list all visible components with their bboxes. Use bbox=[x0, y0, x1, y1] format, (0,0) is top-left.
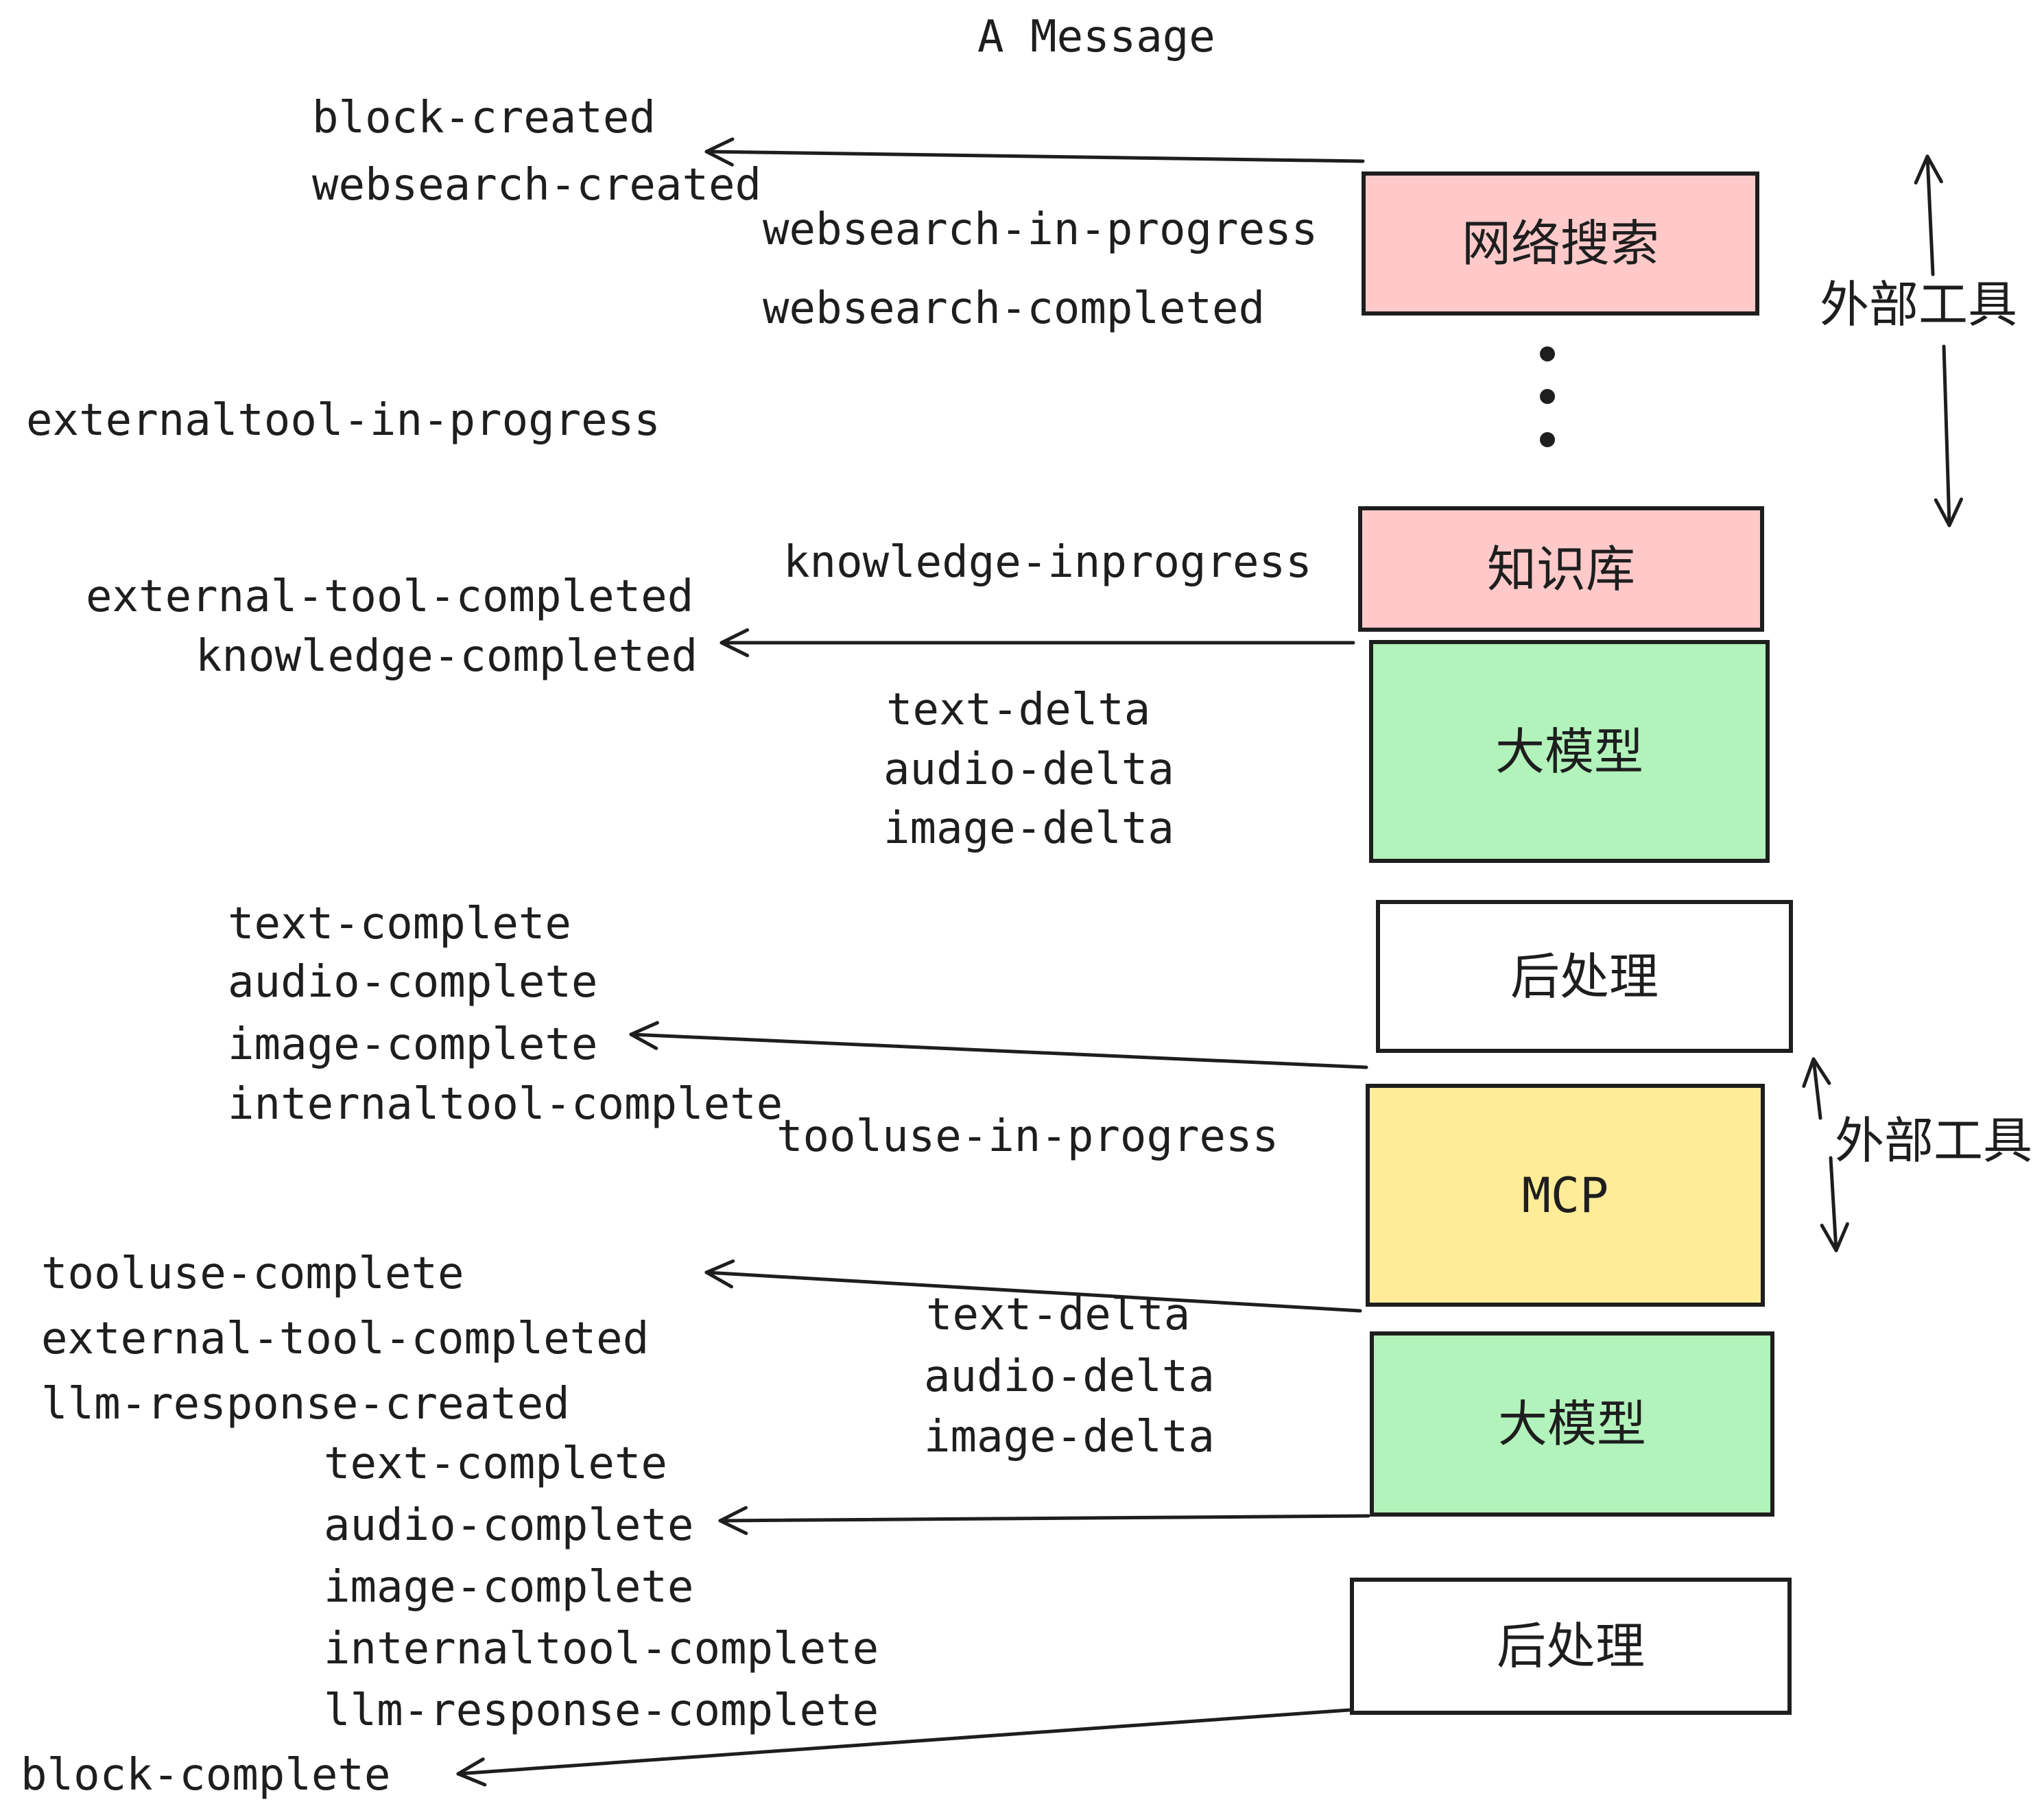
event-knowledge-completed: knowledge-completed bbox=[195, 631, 698, 682]
box-knowledge: 知识库 bbox=[1358, 506, 1764, 632]
box-postprocess-1: 后处理 bbox=[1376, 900, 1793, 1053]
box-llm-1-label: 大模型 bbox=[1495, 722, 1643, 781]
box-websearch-label: 网络搜索 bbox=[1461, 215, 1659, 272]
box-mcp: MCP bbox=[1366, 1084, 1765, 1307]
box-llm-2: 大模型 bbox=[1370, 1331, 1774, 1517]
event-external-tool-completed-2: external-tool-completed bbox=[41, 1314, 650, 1364]
event-block-complete: block-complete bbox=[21, 1750, 391, 1801]
side-label-external-tools-2: 外部工具 bbox=[1835, 1112, 2033, 1170]
event-internaltool-complete-2: internaltool-complete bbox=[324, 1624, 879, 1674]
event-text-complete: text-complete bbox=[228, 899, 571, 949]
side-label-external-tools-1: 外部工具 bbox=[1820, 276, 2018, 333]
event-audio-complete: audio-complete bbox=[228, 957, 598, 1008]
box-websearch: 网络搜索 bbox=[1362, 171, 1759, 316]
event-image-delta-2: image-delta bbox=[924, 1412, 1215, 1462]
box-llm-2-label: 大模型 bbox=[1497, 1395, 1646, 1453]
event-image-delta: image-delta bbox=[883, 803, 1174, 854]
event-tooluse-complete: tooluse-complete bbox=[41, 1248, 464, 1299]
box-llm-1: 大模型 bbox=[1369, 640, 1770, 863]
event-llm-response-complete: llm-response-complete bbox=[324, 1685, 879, 1736]
event-websearch-completed: websearch-completed bbox=[763, 283, 1265, 334]
event-text-complete-2: text-complete bbox=[324, 1438, 667, 1489]
event-knowledge-inprogress: knowledge-inprogress bbox=[783, 537, 1312, 588]
box-knowledge-label: 知识库 bbox=[1486, 540, 1635, 598]
event-text-delta: text-delta bbox=[886, 685, 1151, 735]
event-websearch-in-progress: websearch-in-progress bbox=[763, 204, 1318, 255]
event-tooluse-in-progress: tooluse-in-progress bbox=[776, 1111, 1279, 1162]
diagram-title: A Message bbox=[977, 12, 1215, 62]
ellipsis-dots-icon bbox=[1540, 346, 1555, 447]
event-audio-delta-2: audio-delta bbox=[924, 1351, 1215, 1402]
event-llm-response-created: llm-response-created bbox=[41, 1379, 570, 1429]
event-websearch-created: websearch-created bbox=[312, 160, 762, 211]
event-audio-complete-2: audio-complete bbox=[324, 1500, 694, 1551]
box-postprocess-2-label: 后处理 bbox=[1496, 1617, 1645, 1675]
box-postprocess-2: 后处理 bbox=[1350, 1578, 1792, 1715]
event-image-complete: image-complete bbox=[228, 1019, 598, 1070]
event-image-complete-2: image-complete bbox=[324, 1562, 694, 1613]
event-externaltool-in-progress: externaltool-in-progress bbox=[26, 395, 661, 446]
event-block-created: block-created bbox=[312, 93, 656, 143]
box-postprocess-1-label: 后处理 bbox=[1510, 947, 1659, 1006]
event-audio-delta: audio-delta bbox=[883, 744, 1174, 795]
event-internaltool-complete: internaltool-complete bbox=[228, 1079, 783, 1130]
box-mcp-label: MCP bbox=[1521, 1167, 1609, 1224]
event-external-tool-completed: external-tool-completed bbox=[86, 571, 694, 622]
event-text-delta-2: text-delta bbox=[926, 1290, 1191, 1340]
